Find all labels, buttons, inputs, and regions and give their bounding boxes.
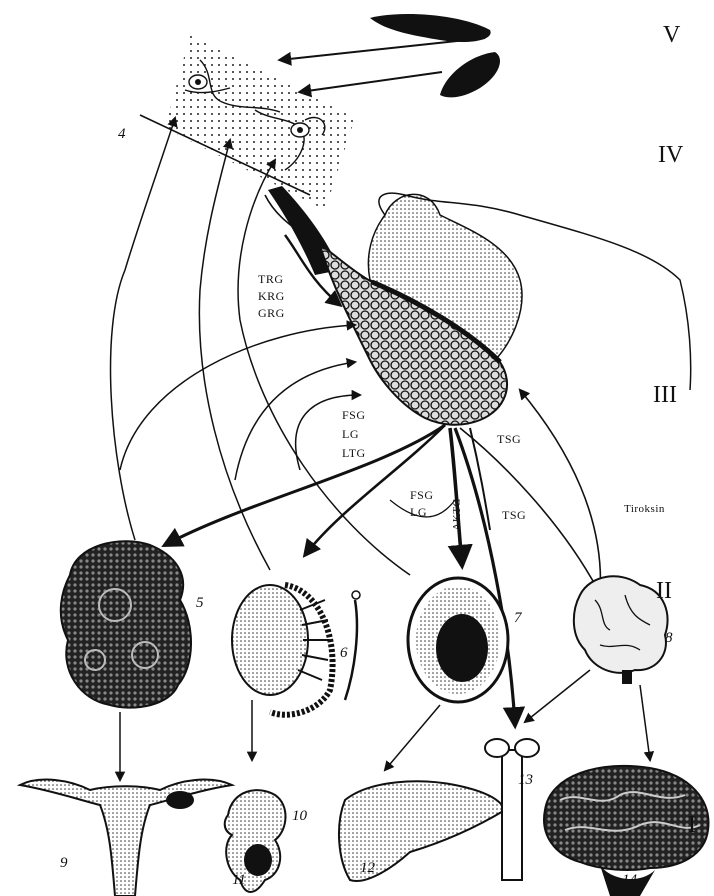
ovary-organ	[61, 541, 191, 707]
level-label-1: I	[688, 812, 696, 839]
cortex-shape-lower	[440, 52, 500, 97]
hormone-label-ltg: LTG	[342, 446, 366, 460]
hormone-label-lg-top: LG	[342, 427, 359, 441]
level-label-5: V	[663, 22, 680, 49]
organ-number-5: 5	[196, 595, 204, 612]
hypothalamus-box	[165, 35, 355, 210]
hormone-label-aktg: AKTG	[450, 498, 464, 531]
organ-number-7: 7	[514, 610, 522, 627]
organ-number-14: 14	[622, 872, 637, 889]
level-label-4: IV	[658, 142, 683, 169]
feedback-ovary-to-hypothalamus	[111, 118, 175, 540]
hormone-label-tsg-bottom: TSG	[502, 508, 526, 522]
arrow-cortex-1	[280, 38, 485, 60]
organ-number-10: 10	[292, 808, 307, 825]
organ-number-4: 4	[118, 126, 126, 143]
arrow-thyroid-to-pituitary	[520, 390, 600, 595]
uterus-organ	[20, 780, 232, 896]
organ-number-11: 11	[232, 872, 246, 889]
arrow-to-adrenal	[450, 428, 462, 565]
organ-number-12: 12	[360, 860, 375, 877]
arrow-thyroid-to-bone	[525, 670, 590, 722]
hormone-label-grg: GRG	[258, 306, 285, 320]
organ-number-6: 6	[340, 645, 348, 662]
cortex-shape-upper	[370, 14, 491, 42]
thyroid-organ	[574, 576, 668, 684]
hormone-label-lg-bottom: LG	[410, 505, 427, 519]
level-label-3: III	[653, 382, 677, 409]
hormone-label-tsg-top: TSG	[497, 432, 521, 446]
hormone-label-fsg-bottom: FSG	[410, 488, 434, 502]
adrenal-organ	[408, 578, 508, 702]
arrow-thyroid-to-brain	[640, 685, 650, 760]
arrow-cortex-2	[300, 72, 442, 92]
feedback-testis-to-pituitary	[235, 362, 355, 480]
hormone-label-trg: TRG	[258, 272, 284, 286]
arrow-to-ovary	[165, 425, 445, 545]
organ-number-13: 13	[518, 772, 533, 789]
level-label-2: II	[656, 578, 672, 605]
hormone-label-tiroksin: Tiroksin	[624, 502, 665, 516]
organ-number-8: 8	[665, 630, 673, 647]
feedback-ovary-to-pituitary	[120, 325, 355, 470]
organ-number-9: 9	[60, 855, 68, 872]
hormone-label-fsg-top: FSG	[342, 408, 366, 422]
hormone-label-krg: KRG	[258, 289, 285, 303]
arrow-adrenal-to-liver	[385, 705, 440, 770]
